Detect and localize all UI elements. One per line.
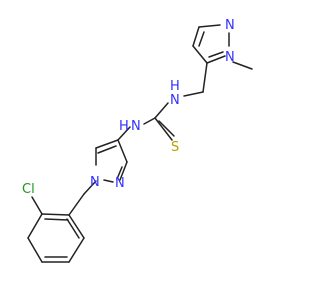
n-pz1-n1-label: N [115, 176, 125, 191]
bond [158, 120, 175, 137]
bond [68, 214, 85, 239]
bond [119, 161, 128, 181]
bond [198, 24, 221, 28]
bond [183, 91, 204, 97]
bond [208, 51, 224, 58]
bond [192, 45, 208, 64]
n-thio-2-h-label: H [119, 119, 129, 134]
bond [154, 102, 169, 119]
bond [103, 179, 114, 183]
chlorobenzyl-group [27, 193, 85, 263]
pyrazole-ring [83, 139, 128, 195]
bond [31, 196, 43, 215]
chlorine-label: Cl [22, 182, 35, 197]
bond [232, 61, 253, 70]
bond [66, 218, 80, 239]
bond [206, 55, 226, 64]
bond [117, 139, 128, 163]
bond [95, 139, 119, 149]
bond [202, 62, 208, 93]
bond [116, 166, 123, 180]
bond [44, 218, 69, 221]
bond [41, 213, 70, 216]
bond [117, 126, 131, 141]
bond [198, 31, 205, 47]
bond [68, 237, 85, 263]
thiourea-linker [117, 62, 208, 141]
n-thio-1-label: N [170, 93, 180, 108]
bond [143, 117, 156, 125]
molecule-svg: N N N H S N H N N Cl [22, 18, 253, 263]
bond [154, 117, 173, 141]
methylpyrazole-ring [192, 24, 253, 70]
bond [27, 237, 43, 263]
n-pz2-n2-label: N [225, 50, 235, 65]
bond [68, 193, 85, 216]
bond [97, 145, 117, 154]
bond [83, 180, 97, 195]
s-thione-label: S [171, 140, 179, 155]
n-thio-1-h-label: H [170, 79, 180, 94]
bond [192, 26, 200, 47]
n-pz1-n2-label: N [90, 175, 100, 190]
n-pz2-n1-label: N [225, 18, 235, 33]
bond [27, 213, 43, 239]
n-thio-2-label: N [131, 119, 141, 134]
molecule-diagram: N N N H S N H N N Cl [22, 18, 253, 263]
atom-labels: N N N H S N H N N Cl [22, 18, 235, 197]
